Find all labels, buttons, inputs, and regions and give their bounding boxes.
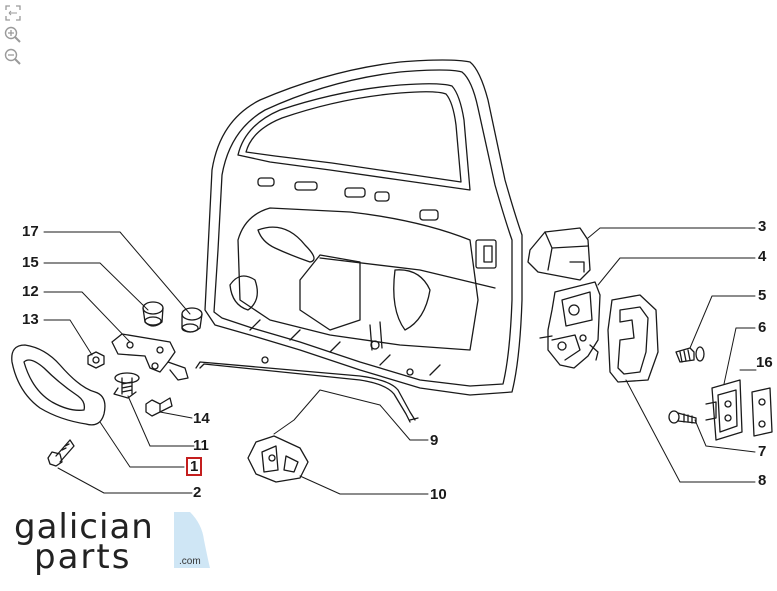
lock-4 bbox=[539, 281, 601, 369]
logo-accent-shape bbox=[174, 512, 210, 568]
logo-text-com: .com bbox=[179, 556, 201, 567]
screw-7 bbox=[668, 410, 697, 424]
gasket-8 bbox=[607, 294, 659, 383]
callout-1[interactable]: 1 bbox=[186, 457, 203, 476]
galicianparts-logo: galician parts .com bbox=[14, 510, 214, 576]
callout-5: 5 bbox=[758, 287, 767, 304]
callout-2: 2 bbox=[193, 484, 202, 501]
callout-9: 9 bbox=[430, 432, 439, 449]
door-panel bbox=[204, 59, 523, 396]
zoom-in-icon[interactable] bbox=[3, 25, 23, 45]
leader-lines bbox=[43, 227, 757, 495]
rod-9 bbox=[195, 361, 419, 423]
logo-text-galician: galician bbox=[14, 507, 154, 547]
callout-8: 8 bbox=[758, 472, 767, 489]
handle-1 bbox=[11, 344, 106, 426]
callout-10: 10 bbox=[430, 486, 447, 503]
guide-10 bbox=[247, 435, 309, 483]
callout-15: 15 bbox=[22, 254, 39, 271]
callout-4: 4 bbox=[758, 248, 767, 265]
callout-11: 11 bbox=[193, 437, 209, 454]
callout-16: 16 bbox=[756, 354, 773, 371]
plate-16 bbox=[751, 387, 773, 437]
logo-text-parts: parts bbox=[34, 537, 132, 577]
callout-12: 12 bbox=[22, 283, 39, 300]
callout-7: 7 bbox=[758, 443, 767, 460]
zoom-toolbar bbox=[3, 3, 25, 69]
striker-6 bbox=[705, 379, 743, 441]
screw-5 bbox=[675, 346, 705, 363]
fit-screen-icon[interactable] bbox=[3, 3, 23, 23]
callout-6: 6 bbox=[758, 319, 767, 336]
bushing-17 bbox=[181, 307, 203, 333]
cover-3 bbox=[527, 227, 591, 281]
callout-17: 17 bbox=[22, 223, 39, 240]
bushing-15 bbox=[142, 301, 164, 327]
screw-11 bbox=[113, 372, 140, 399]
callout-3: 3 bbox=[758, 218, 767, 235]
screw-2 bbox=[47, 439, 75, 467]
callout-14: 14 bbox=[193, 410, 210, 427]
zoom-out-icon[interactable] bbox=[3, 47, 23, 67]
callout-13: 13 bbox=[22, 311, 39, 328]
nut-13 bbox=[87, 351, 105, 369]
